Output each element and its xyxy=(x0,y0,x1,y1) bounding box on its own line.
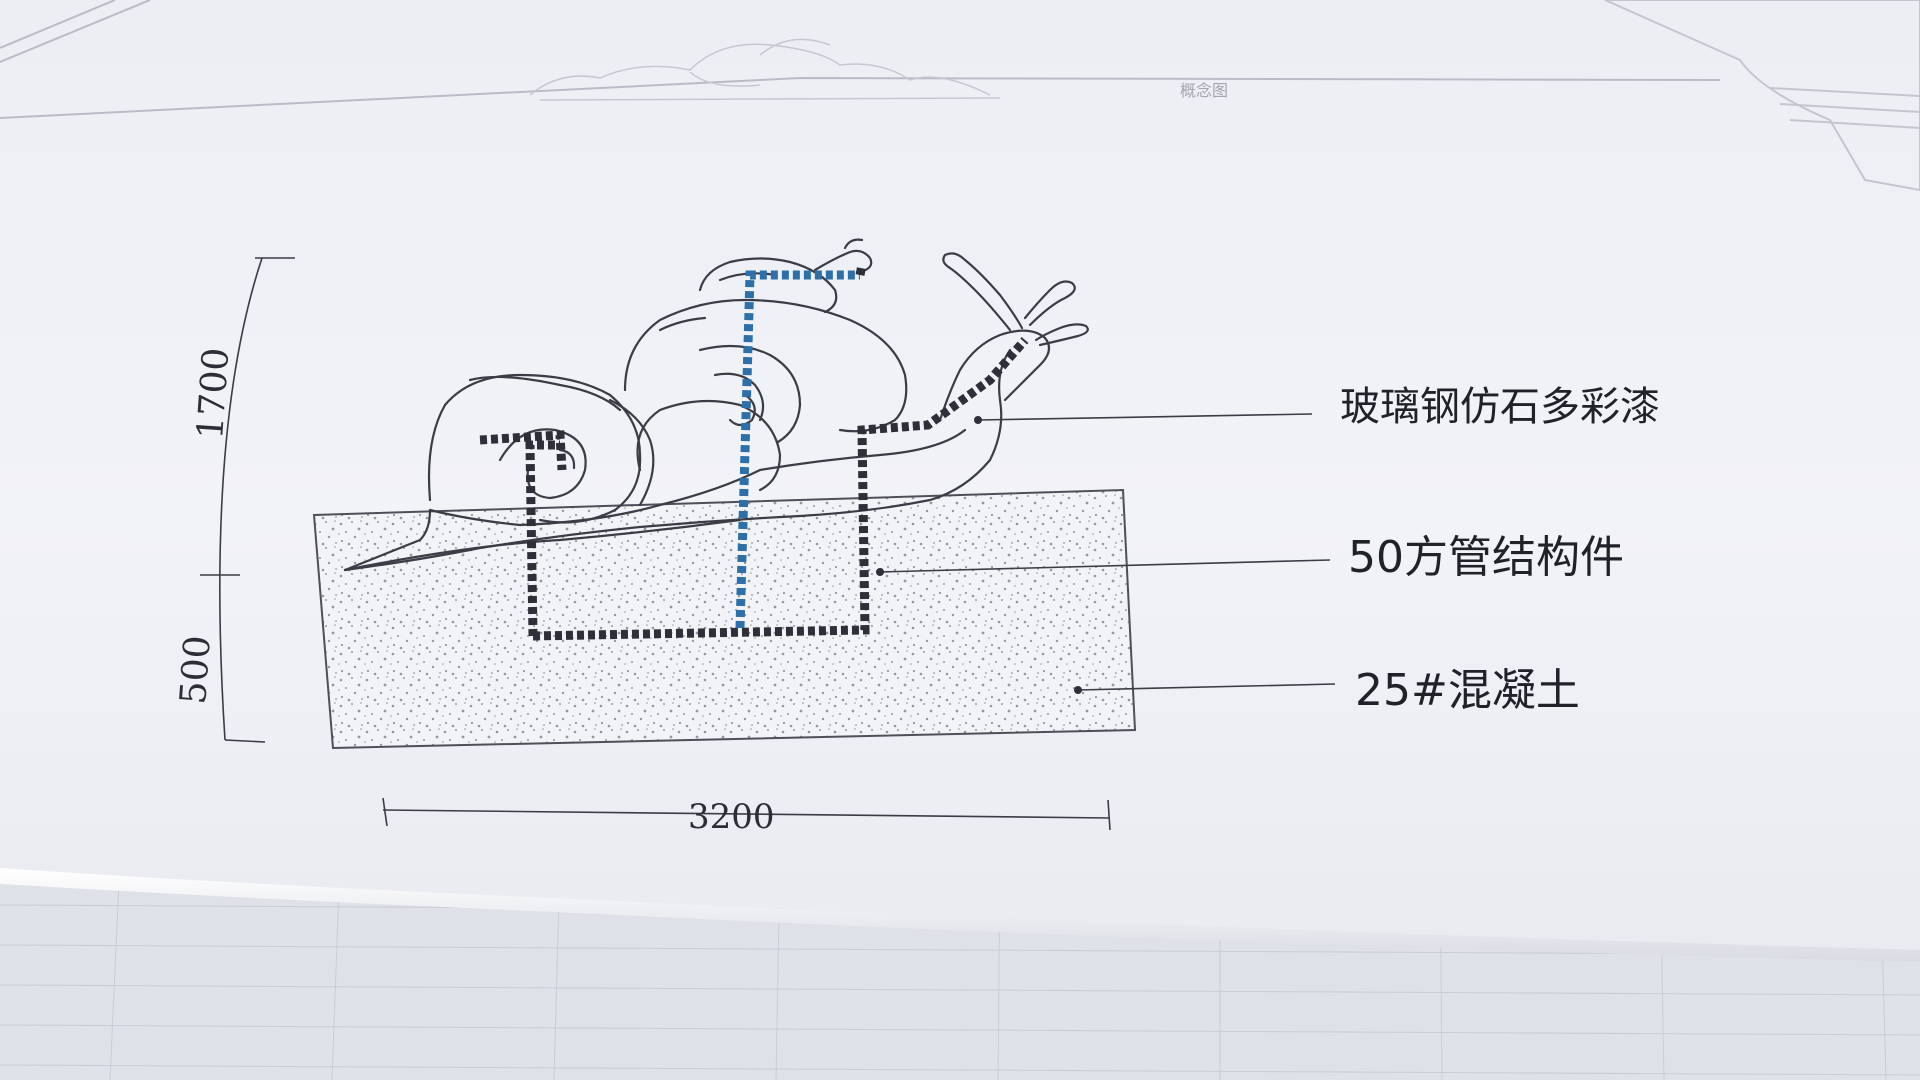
horizontal-dimension-line xyxy=(382,809,1111,819)
dimension-width: 3200 xyxy=(688,797,775,837)
paper-edge xyxy=(0,868,1920,962)
tentacle-mid xyxy=(1023,280,1076,327)
snail-sculpture xyxy=(343,238,1089,572)
sheet-caption: 概念图 xyxy=(1180,81,1228,100)
concrete-base xyxy=(312,488,1137,750)
shell-top xyxy=(698,257,838,314)
tentacle-right xyxy=(1034,323,1089,347)
frame-left-branch xyxy=(525,440,560,637)
dimension-height-base: 500 xyxy=(173,634,219,705)
title-block xyxy=(1604,0,1920,192)
steel-frame xyxy=(479,337,1029,641)
snail-head xyxy=(938,329,1051,422)
leader-lines xyxy=(879,413,1336,691)
paper-sheet xyxy=(0,0,1920,950)
label-surface-finish: 玻璃钢仿石多彩漆 xyxy=(1340,384,1660,430)
shell-rear xyxy=(427,373,642,524)
label-steel-frame: 50方管结构件 xyxy=(1348,532,1624,583)
frame-top-end xyxy=(855,264,867,276)
vertical-dimension-line xyxy=(219,257,263,741)
frame-right-branch xyxy=(532,337,1029,641)
tentacle-left xyxy=(942,252,1024,332)
dimension-lines xyxy=(200,257,1111,831)
label-concrete-base: 25#混凝土 xyxy=(1355,665,1580,716)
ghost-sketch xyxy=(529,38,1001,101)
leader-dots xyxy=(876,416,1082,694)
dimension-height-total: 1700 xyxy=(190,346,237,440)
sheet-frame xyxy=(0,0,1721,119)
shell-middle xyxy=(623,298,908,433)
steel-frame-column xyxy=(735,270,860,629)
